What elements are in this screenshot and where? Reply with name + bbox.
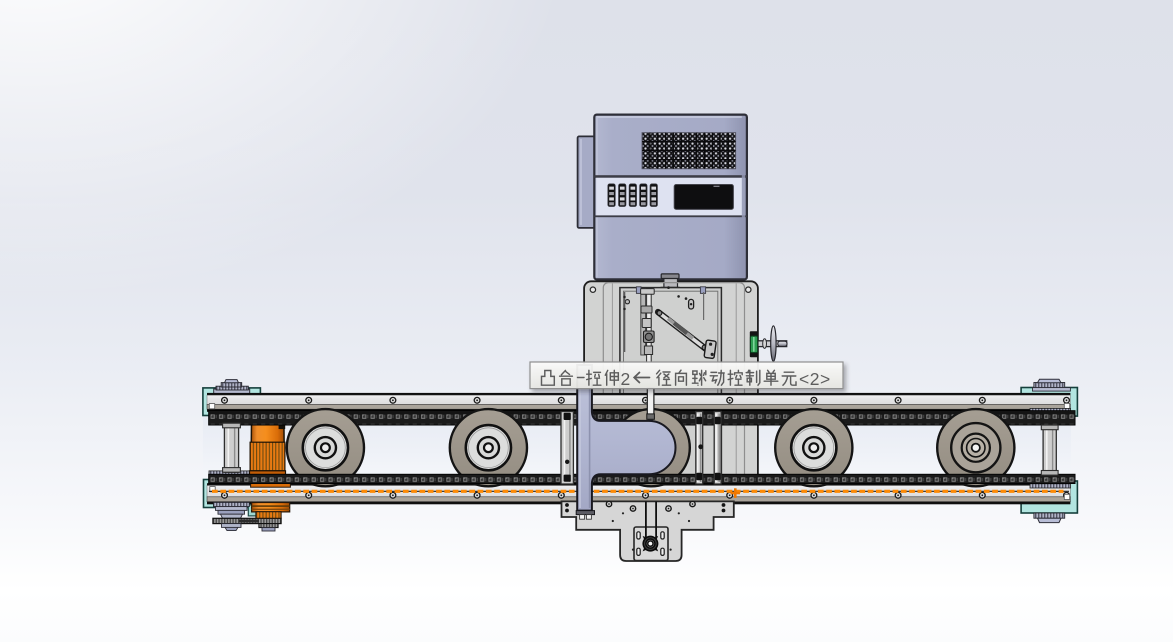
svg-text:<2>: <2> (799, 369, 831, 389)
svg-text:2: 2 (621, 369, 631, 389)
